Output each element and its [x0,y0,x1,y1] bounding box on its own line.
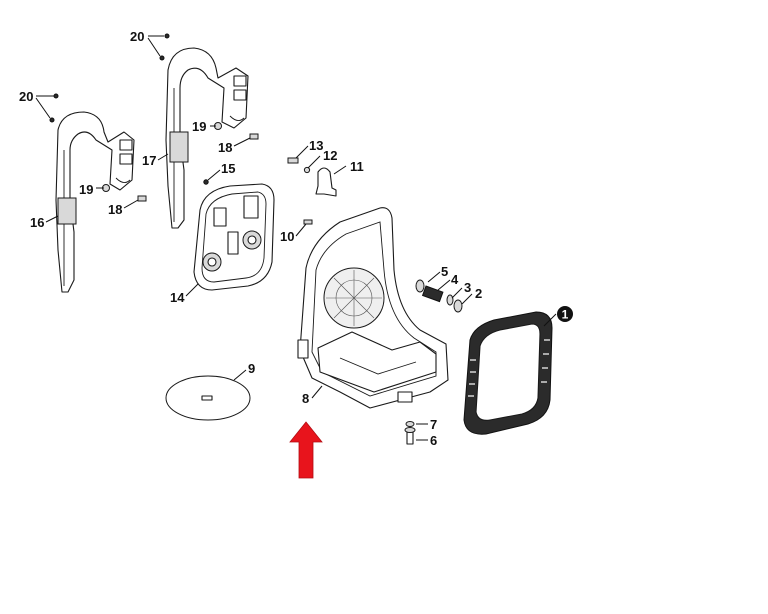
callout-11: 11 [350,159,364,174]
callout-12: 12 [323,148,337,163]
part-9-gasket [165,375,251,421]
small-parts-10-12-13 [287,157,313,225]
callout-1: 1 [562,308,569,322]
part-11-bracket [315,167,337,197]
callout-19-upper: 19 [192,119,206,134]
screws-18 [137,133,259,202]
parts-2-5-spring-assembly [415,279,463,313]
callout-6: 6 [430,433,437,448]
part-14-back-pad [193,183,275,291]
parts-6-7-bolt [404,421,416,445]
callout-10: 10 [280,229,294,244]
part-16-shoulder-strap-left [55,111,135,293]
part-1-filter-frame [463,311,553,435]
highlight-arrow-up [289,421,323,479]
nuts-19 [102,122,222,192]
callout-20-lower: 20 [19,89,33,104]
callout-14: 14 [170,290,185,305]
callout-18-lower: 18 [108,202,122,217]
callout-5: 5 [441,264,448,279]
callout-16: 16 [30,215,44,230]
callout-8: 8 [302,391,309,406]
part-17-shoulder-strap-right [165,47,249,229]
leader-lines [35,35,557,441]
callout-1-badge: 1 [557,306,573,322]
callout-9: 9 [248,361,255,376]
callout-labels: 20 20 19 19 18 18 17 16 15 14 13 12 11 1… [19,29,482,448]
callout-20-upper: 20 [130,29,144,44]
screws-20 [49,33,170,123]
part-8-frame [297,207,449,409]
callout-7: 7 [430,417,437,432]
callout-4: 4 [451,272,459,287]
screw-15 [203,179,209,185]
callout-19-lower: 19 [79,182,93,197]
callout-13: 13 [309,138,323,153]
callout-2: 2 [475,286,482,301]
callout-18-upper: 18 [218,140,232,155]
callout-17: 17 [142,153,156,168]
callout-15: 15 [221,161,235,176]
callout-3: 3 [464,280,471,295]
